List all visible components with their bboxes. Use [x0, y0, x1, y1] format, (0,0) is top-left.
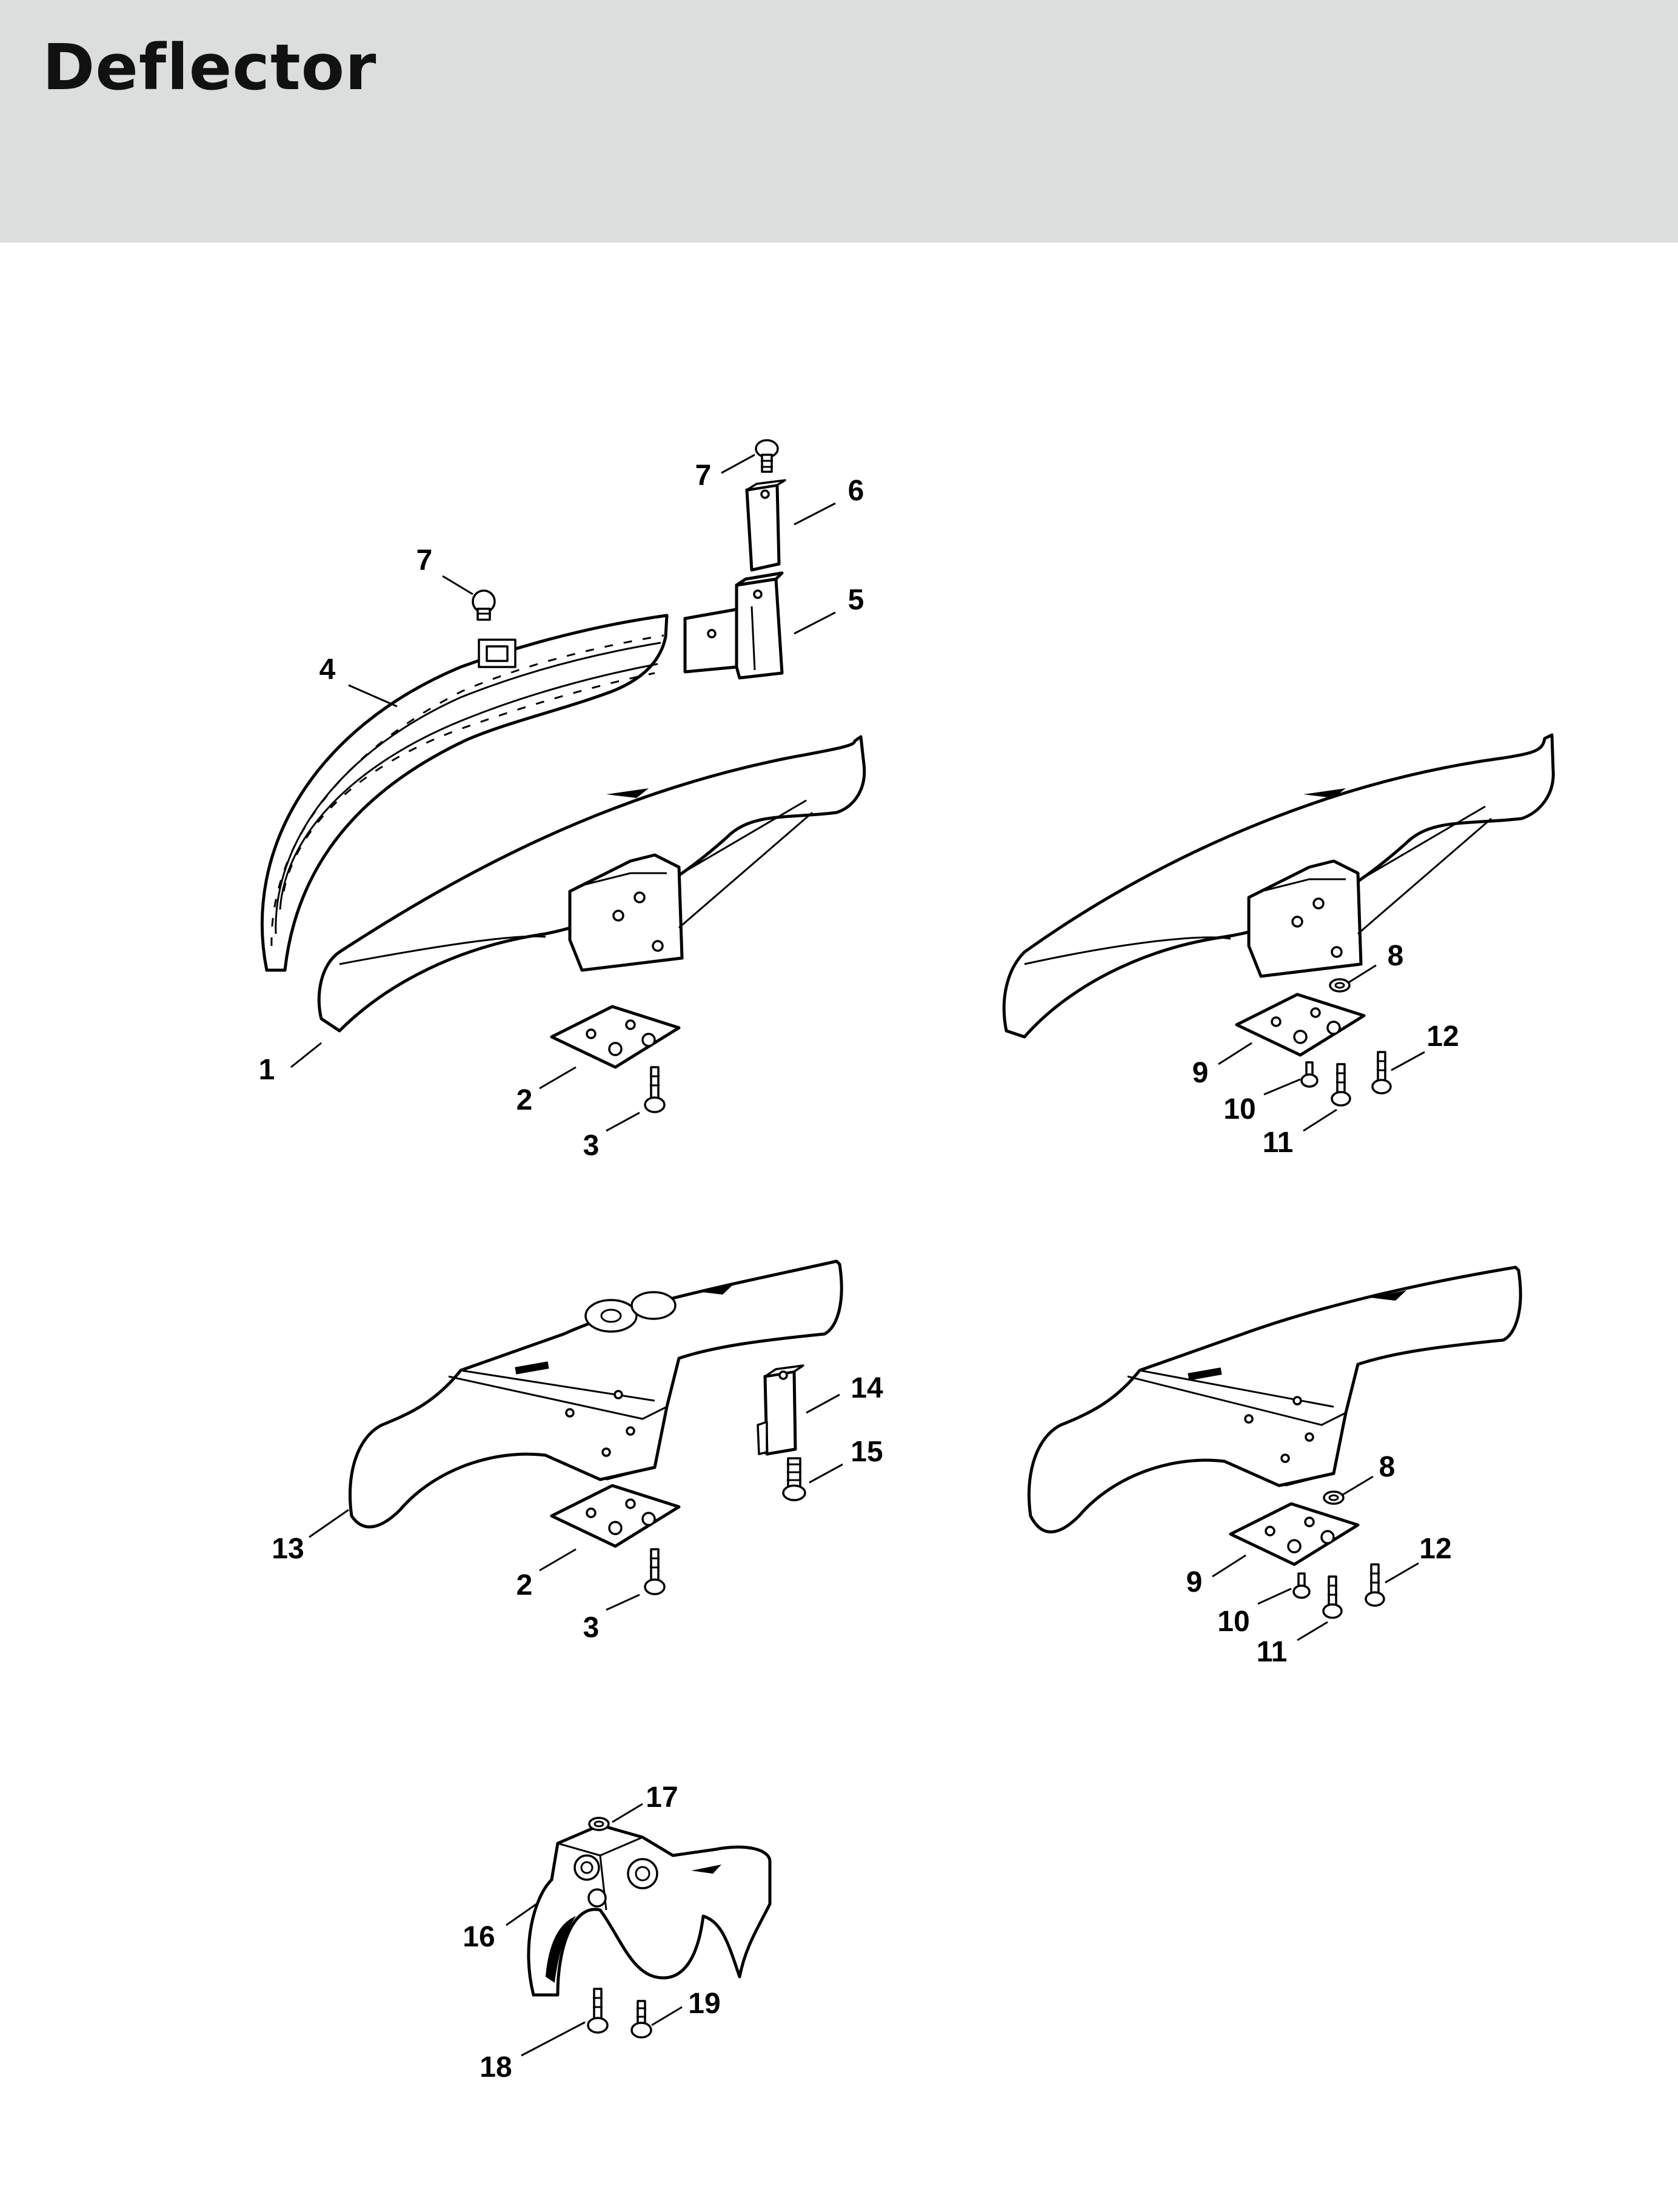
- callout-label: 13: [272, 1533, 304, 1565]
- screw-icon: [587, 1988, 609, 2034]
- callout-label: 4: [319, 654, 336, 686]
- callout-label: 9: [1192, 1057, 1209, 1089]
- callout-label: 8: [1379, 1451, 1396, 1483]
- callout-label: 10: [1217, 1606, 1249, 1638]
- guard-icon: [527, 1823, 772, 1997]
- mounting-plate-icon: [550, 1005, 681, 1069]
- screw-icon: [1322, 1575, 1343, 1619]
- bracket-icon: [683, 571, 784, 680]
- screw-icon: [1371, 1051, 1392, 1094]
- washer-icon: [588, 1817, 610, 1831]
- callout-label: 9: [1186, 1566, 1203, 1598]
- page-title: Deflector: [42, 30, 377, 104]
- mounting-plate-icon: [1229, 1502, 1360, 1566]
- callout-label: 15: [851, 1436, 883, 1468]
- callout-label: 7: [695, 460, 712, 492]
- callout-label: 14: [851, 1372, 883, 1404]
- callout-label: 8: [1388, 940, 1404, 972]
- callout-label: 12: [1426, 1021, 1459, 1053]
- screw-icon: [1292, 1572, 1311, 1599]
- screw-icon: [644, 1066, 666, 1113]
- screw-icon: [755, 439, 779, 473]
- callout-label: 10: [1223, 1093, 1255, 1125]
- callout-label: 2: [516, 1084, 533, 1116]
- callouts: 1 2 3 4 5 6 7 7 8 9 10 11 12 13 2 3 14: [259, 454, 1459, 2083]
- screw-icon: [1300, 1061, 1319, 1088]
- washer-icon: [1329, 978, 1351, 993]
- screw-icon: [472, 589, 496, 621]
- screw-icon: [644, 1548, 666, 1595]
- angle-clip-icon: [745, 479, 786, 572]
- screw-icon: [630, 2000, 652, 2039]
- deflector-shield-icon: [317, 735, 866, 1033]
- assembly-b: [1002, 733, 1555, 1107]
- screw-icon: [1365, 1563, 1385, 1607]
- callout-label: 17: [646, 1781, 678, 1814]
- callout-label: 19: [688, 1988, 720, 2020]
- page-header: Deflector: [0, 0, 1678, 243]
- guard-icon: [1028, 1265, 1522, 1533]
- callout-label: 7: [416, 545, 433, 577]
- callout-label: 2: [516, 1569, 533, 1601]
- screw-icon: [1331, 1063, 1351, 1107]
- callout-label: 6: [848, 475, 864, 507]
- callout-label: 3: [583, 1612, 600, 1644]
- screw-icon: [782, 1457, 806, 1501]
- callout-label: 16: [463, 1921, 495, 1953]
- callout-label: 11: [1263, 1127, 1294, 1159]
- skirt-strip-icon: [261, 614, 669, 972]
- guard-icon: [349, 1259, 843, 1529]
- assembly-c: [349, 1259, 843, 1595]
- callout-label: 11: [1257, 1636, 1288, 1668]
- assembly-d: [1028, 1265, 1522, 1619]
- mounting-plate-icon: [550, 1484, 681, 1548]
- angle-clip-icon: [757, 1364, 804, 1456]
- callout-label: 3: [583, 1130, 600, 1162]
- callout-label: 5: [848, 584, 864, 616]
- deflector-shield-icon: [1002, 733, 1555, 1039]
- assembly-e: [527, 1817, 772, 2039]
- washer-icon: [1323, 1490, 1345, 1505]
- assembly-a: [261, 439, 866, 1113]
- callout-label: 1: [259, 1054, 275, 1086]
- callout-label: 12: [1419, 1533, 1451, 1565]
- mounting-plate-icon: [1235, 993, 1366, 1057]
- callout-label: 18: [480, 2051, 512, 2083]
